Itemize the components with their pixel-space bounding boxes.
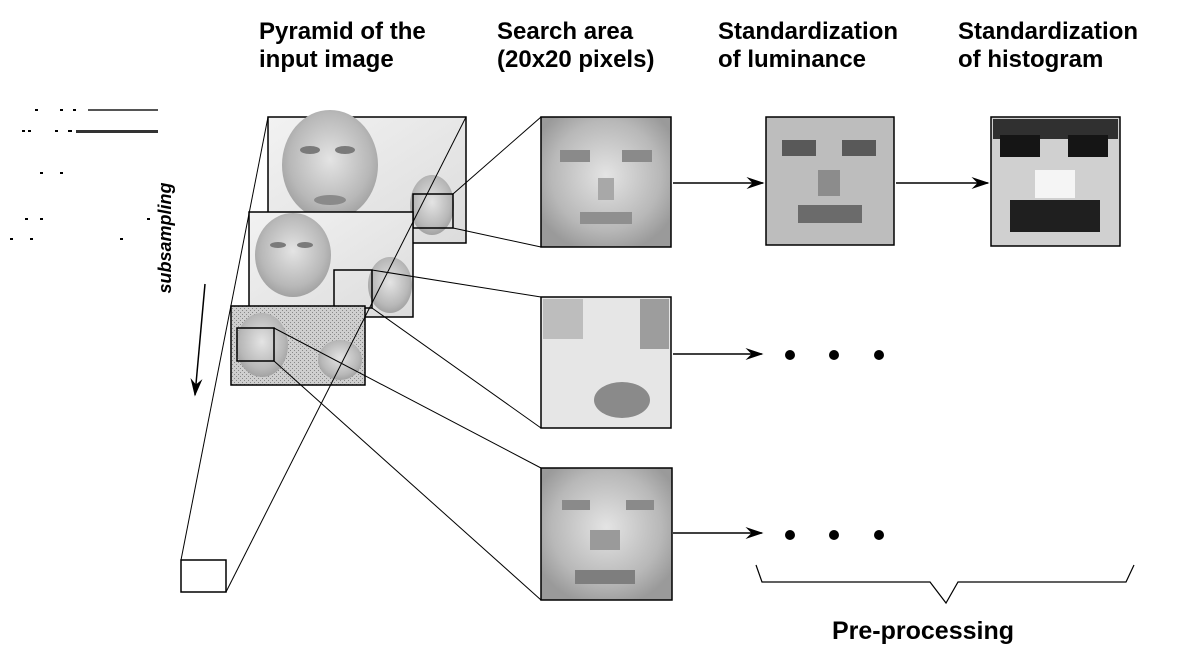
ellipsis-row-3: [785, 530, 884, 540]
header-search-area: Search area (20x20 pixels): [497, 18, 654, 74]
pyramid-image-small: [230, 305, 366, 386]
search-area-2: [540, 296, 672, 429]
search-area-3: [540, 467, 673, 601]
pyramid-image-medium: [248, 211, 414, 318]
header-search-line2: (20x20 pixels): [497, 46, 655, 73]
histogram-image: [990, 116, 1121, 247]
arrows: [673, 177, 990, 539]
header-luminance-line1: Standardization: [718, 18, 899, 45]
header-search-line1: Search area: [497, 18, 634, 45]
pyramid-image-tiny: [180, 559, 227, 593]
header-luminance-line2: of luminance: [718, 46, 867, 73]
subsampling-dots: [10, 109, 158, 240]
ellipsis-dot: [874, 530, 884, 540]
header-pyramid-line1: Pyramid of the: [259, 18, 426, 45]
ellipsis-dot: [785, 530, 795, 540]
header-histogram: Standardization of histogram: [958, 18, 1138, 74]
header-histogram-line1: Standardization: [958, 18, 1139, 45]
header-pyramid: Pyramid of the input image: [259, 18, 426, 74]
header-pyramid-line2: input image: [259, 46, 394, 73]
ellipsis-dot: [874, 350, 884, 360]
luminance-image: [765, 116, 895, 246]
preprocessing-brace: [755, 564, 1135, 605]
header-histogram-line2: of histogram: [958, 46, 1104, 73]
subsampling-label: subsampling: [155, 182, 175, 294]
search-area-1: [540, 116, 672, 248]
subsampling-arrow: [190, 283, 206, 397]
pyramid-perspective-lines: [180, 116, 467, 593]
ellipsis-dot: [785, 350, 795, 360]
ellipsis-dot: [829, 530, 839, 540]
preprocessing-label: Pre-processing: [832, 617, 1015, 645]
projection-lines: [273, 116, 542, 601]
header-luminance: Standardization of luminance: [718, 18, 898, 74]
ellipsis-dot: [829, 350, 839, 360]
ellipsis-row-2: [785, 350, 884, 360]
